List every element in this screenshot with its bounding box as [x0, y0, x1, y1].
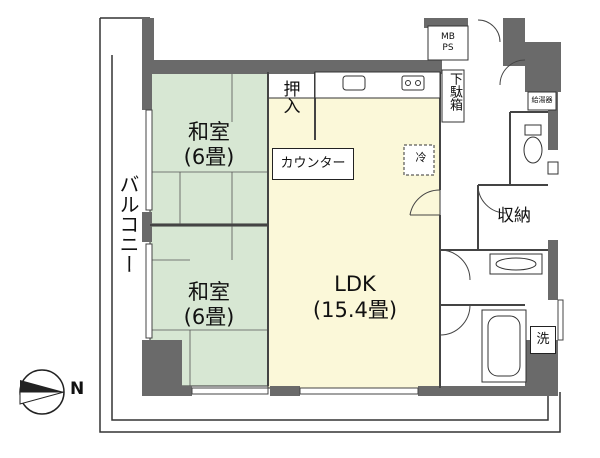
shuno-label: 収納 [497, 206, 531, 226]
counter-label: カウンター [272, 148, 354, 180]
door-swings [409, 19, 526, 336]
balcony-label: バルコニー [116, 174, 140, 274]
mb-ps-box [427, 25, 469, 61]
ldk-floor [267, 71, 441, 389]
windows [145, 109, 564, 395]
washitsu-top-name: 和室 [188, 120, 230, 144]
partitions [150, 72, 548, 388]
tatami-lines [150, 72, 268, 386]
oshiire-label: 押入 [279, 80, 300, 114]
balcony-outline [99, 17, 561, 433]
washbasin-fixture [489, 253, 543, 275]
bathtub-fixture [481, 309, 527, 383]
washitsu-bottom-name: 和室 [188, 280, 230, 304]
north-label: N [70, 379, 85, 399]
ldk-name: LDK [334, 272, 376, 296]
toilet-fixture [523, 124, 559, 175]
ldk-size: (15.4畳) [312, 298, 398, 322]
rei-label: 冷 [415, 151, 427, 164]
washitsu-top-size: (6畳) [183, 145, 235, 169]
geta-bako-label: 下駄箱 [446, 72, 462, 111]
sen-label: 洗 [530, 326, 556, 354]
geta-bako-box [441, 69, 465, 123]
compass-icon [19, 369, 65, 415]
kitchen [314, 71, 441, 176]
washitsu-bottom-size: (6畳) [183, 305, 235, 329]
kyutoki-label: 給湯器 [531, 96, 553, 104]
ps-label: PS [442, 43, 454, 53]
washitsu-top-floor [149, 71, 269, 225]
mb-label: MB [441, 32, 455, 42]
kyutoki-box [527, 91, 557, 111]
